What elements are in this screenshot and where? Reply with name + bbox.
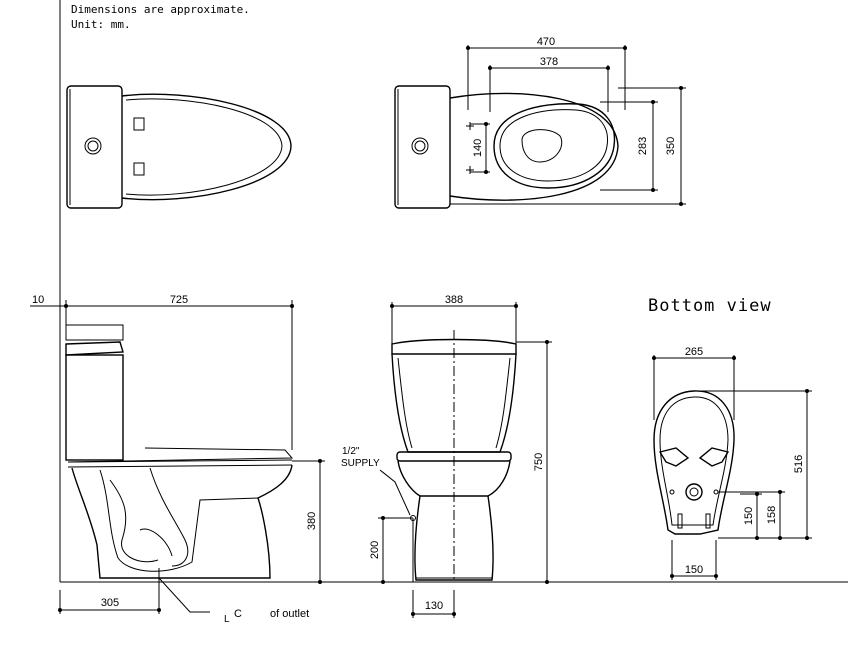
top-view-right: 470 378 140 283 350 xyxy=(394,36,686,209)
dim-470: 470 xyxy=(537,36,555,48)
dim-158: 158 xyxy=(766,506,778,524)
dim-200: 200 xyxy=(369,541,381,559)
outlet-cl: C xyxy=(234,608,242,620)
supply-size: 1/2" xyxy=(342,446,360,457)
bottom-view: Bottom view 265 516 158 xyxy=(648,296,812,580)
dim-516: 516 xyxy=(793,455,805,473)
dim-150-h: 150 xyxy=(743,507,755,525)
dim-350: 350 xyxy=(665,137,677,155)
outlet-cl-prefix: L xyxy=(224,614,230,625)
dim-283: 283 xyxy=(637,137,649,155)
dim-10: 10 xyxy=(32,294,44,306)
dim-150-w: 150 xyxy=(685,564,703,576)
supply-label: SUPPLY xyxy=(341,458,380,469)
bottom-view-title: Bottom view xyxy=(648,296,772,316)
note-approximate: Dimensions are approximate. xyxy=(71,3,250,16)
dim-388: 388 xyxy=(445,294,463,306)
dim-305: 305 xyxy=(101,597,119,609)
top-view-left xyxy=(66,85,292,209)
frame-lines xyxy=(59,0,848,583)
dim-725: 725 xyxy=(170,294,188,306)
dim-265: 265 xyxy=(685,346,703,358)
dim-750: 750 xyxy=(533,453,545,471)
side-view: 725 10 380 305 L C of outlet xyxy=(30,294,325,625)
outlet-label: of outlet xyxy=(270,608,309,620)
dim-140: 140 xyxy=(472,139,484,157)
note-unit: Unit: mm. xyxy=(71,18,131,31)
front-view: 388 750 200 1/2" SUPPLY 130 xyxy=(341,294,552,618)
dim-380: 380 xyxy=(306,512,318,530)
dim-378: 378 xyxy=(540,56,558,68)
dim-130: 130 xyxy=(425,600,443,612)
